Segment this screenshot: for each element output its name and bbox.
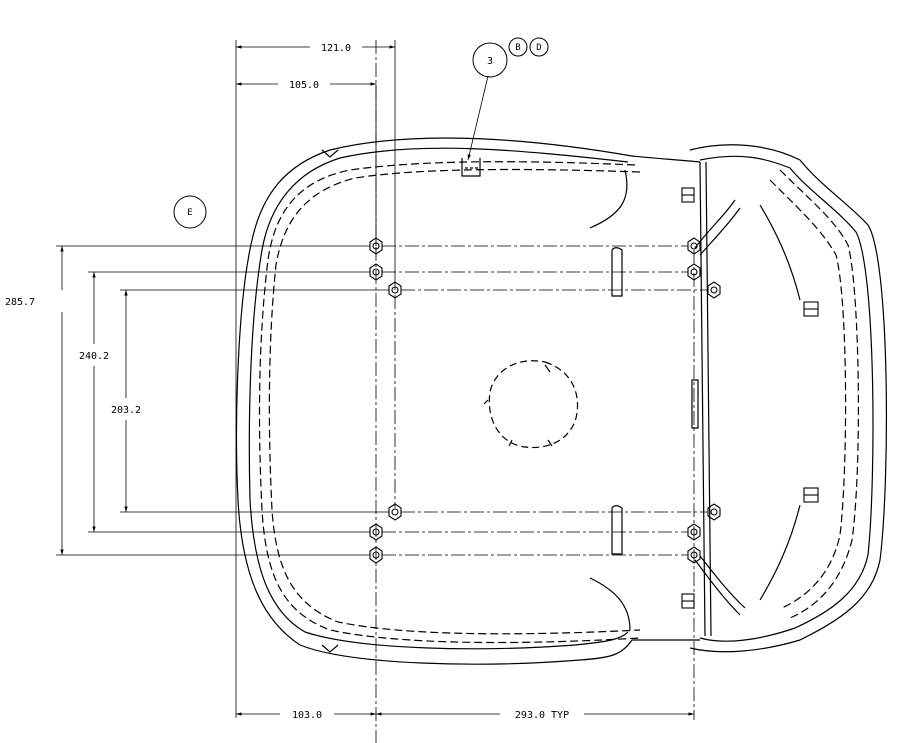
callouts — [173, 37, 549, 229]
bolt-10 — [707, 503, 721, 521]
callout-e: E — [187, 208, 192, 218]
dimension-lines — [56, 40, 694, 718]
callout-labels: 3 B D E — [187, 43, 541, 218]
callout-b: B — [515, 43, 520, 53]
mounting-bolts — [369, 187, 819, 609]
callout-d: D — [536, 43, 541, 53]
dim-105: 105.0 — [289, 80, 319, 91]
backrest-outline — [689, 144, 888, 653]
seat-outline — [235, 137, 712, 665]
dim-293-typ: 293.0 TYP — [515, 710, 569, 721]
callout-3: 3 — [487, 56, 493, 67]
bolt-7 — [687, 237, 701, 255]
dim-203: 203.2 — [111, 405, 141, 416]
centerlines — [375, 40, 708, 743]
callout-e-circle — [173, 195, 207, 229]
dim-103: 103.0 — [292, 710, 322, 721]
dim-285: 285.7 — [5, 297, 35, 308]
callout-3-circle — [472, 42, 508, 78]
callout-b-circle — [508, 37, 528, 57]
dim-240: 240.2 — [79, 351, 109, 362]
dim-121: 121.0 — [321, 43, 351, 54]
callout-d-circle — [529, 37, 549, 57]
bolt-9 — [707, 281, 721, 299]
dimension-labels: 121.0 105.0 285.7 240.2 203.2 103.0 293.… — [5, 43, 569, 721]
